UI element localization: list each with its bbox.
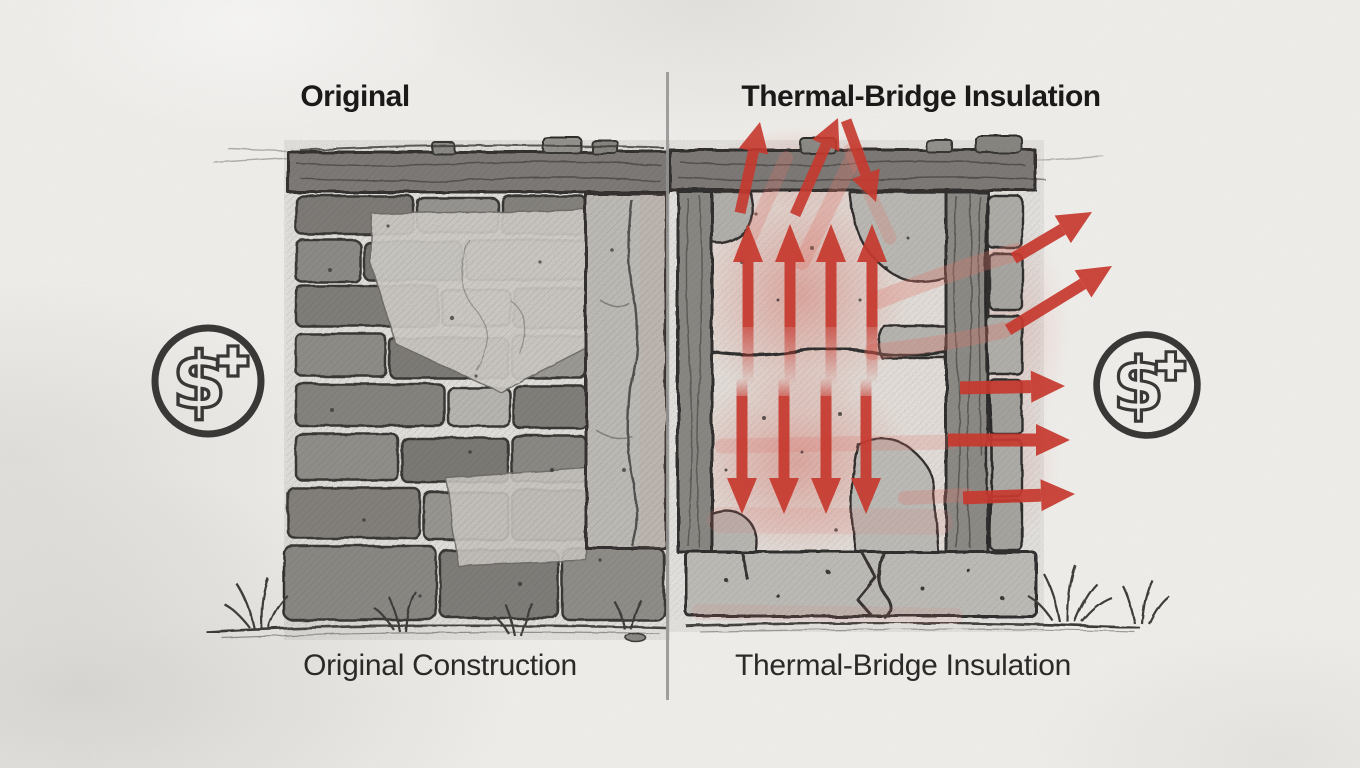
panel-divider	[666, 72, 669, 700]
cost-increase-icon-left: $	[147, 320, 269, 447]
icon-circle	[1093, 331, 1201, 439]
left-panel-caption: Original Construction	[303, 649, 577, 682]
left-panel-title: Original	[300, 80, 410, 113]
icon-circle	[151, 324, 265, 438]
dollar-plus-circle-icon: $	[151, 324, 265, 438]
dollar-plus-circle-icon: $	[1093, 331, 1201, 439]
cost-increase-icon-right: $	[1089, 327, 1205, 448]
dollar-symbol: $	[172, 337, 226, 427]
right-panel-caption: Thermal-Bridge Insulation	[735, 649, 1071, 682]
right-panel-title: Thermal-Bridge Insulation	[741, 80, 1101, 113]
plus-badge-icon	[1154, 350, 1187, 382]
plus-badge-icon	[216, 344, 250, 378]
dollar-symbol: $	[1113, 343, 1165, 429]
